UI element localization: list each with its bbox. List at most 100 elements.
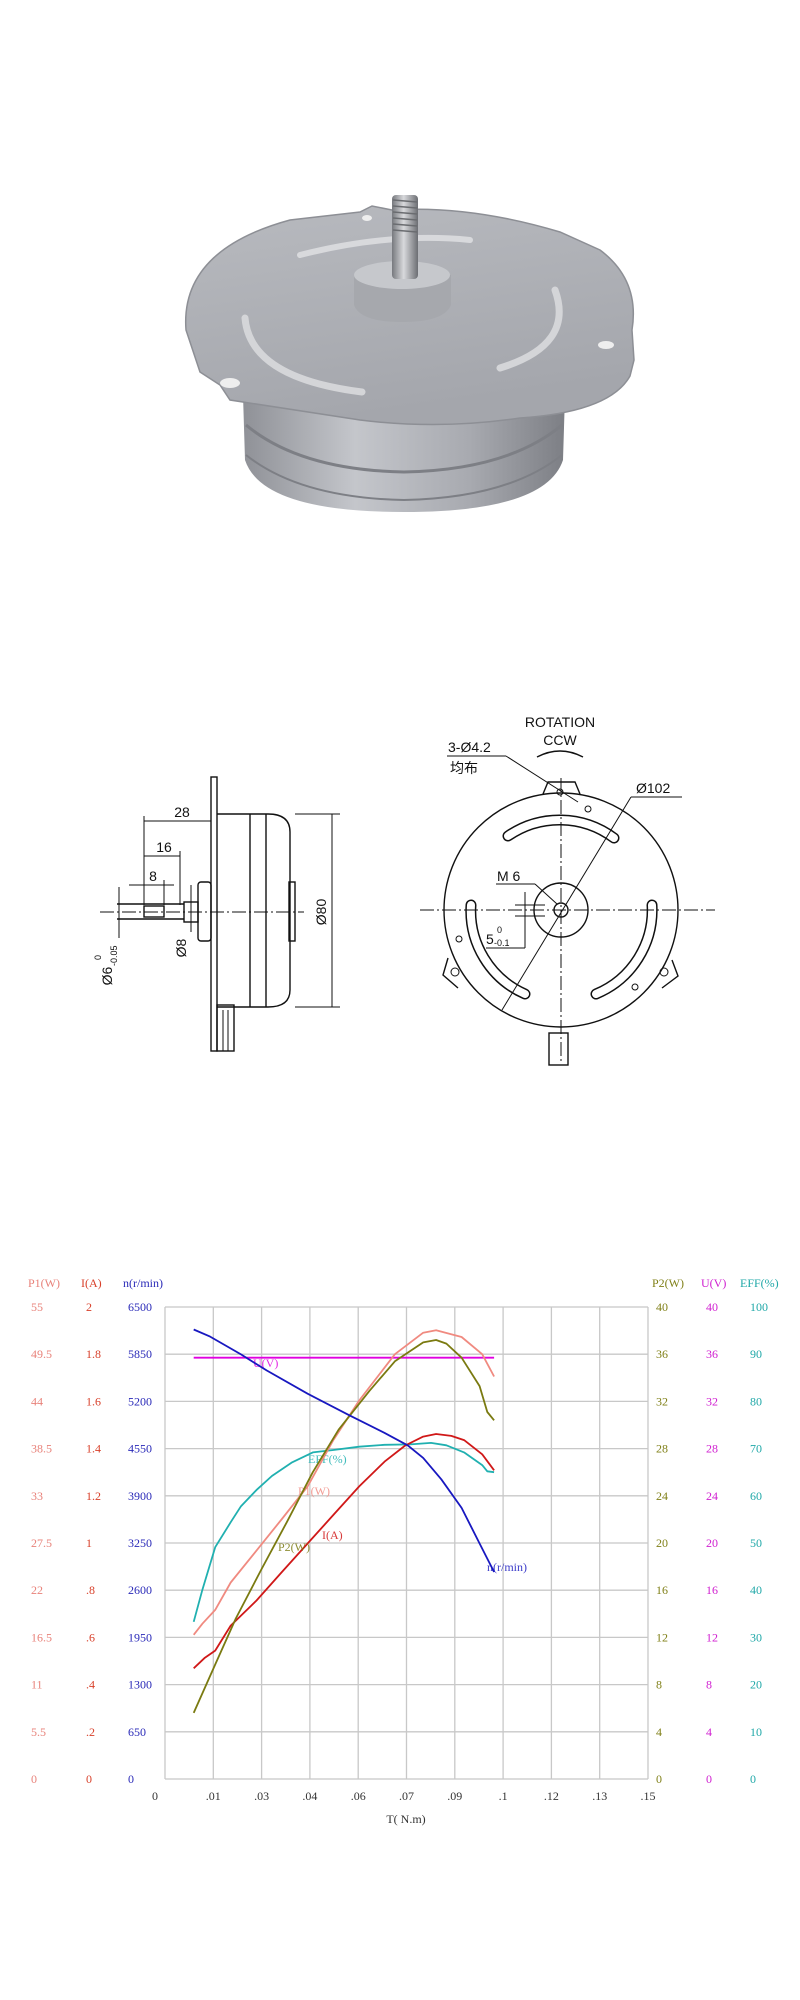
- y-tick-label: 8: [656, 1678, 662, 1692]
- y-tick-label: 28: [706, 1442, 718, 1456]
- dim-shaft-tol-lower: -0.05: [109, 945, 119, 966]
- mounting-slots: [465, 814, 658, 1000]
- y-tick-label: 24: [706, 1489, 718, 1503]
- y-tick-label: 3250: [128, 1536, 152, 1550]
- front-view-drawing: ROTATION CCW 3-Ø4.2 均布 Ø102 M 6 5 0 -0.1: [420, 714, 715, 1066]
- motor-photo: [0, 0, 800, 600]
- chart-grid: [164, 1306, 649, 1780]
- y-tick-label: 32: [656, 1394, 668, 1408]
- y-tick-label: 32: [706, 1394, 718, 1408]
- y-tick-label: 22: [31, 1583, 43, 1597]
- axis-title: P1(W): [28, 1276, 60, 1290]
- flat-label: 5: [486, 931, 494, 947]
- dim-hub-diameter: Ø8: [173, 938, 189, 957]
- y-tick-label: 20: [706, 1536, 718, 1550]
- dim-body-diameter: Ø80: [313, 899, 329, 926]
- axis-title: EFF(%): [740, 1276, 779, 1290]
- flat-tol-lower: -0.1: [494, 938, 510, 948]
- y-tick-label: 36: [706, 1347, 718, 1361]
- chart-curves: U(V) EFF(%) P1(W) I(A) P2(W) n(r/min): [192, 1328, 527, 1714]
- y-tick-label: 10: [750, 1725, 762, 1739]
- x-axis-label: T( N.m): [386, 1812, 425, 1826]
- y-tick-label: 12: [706, 1630, 718, 1644]
- y-tick-label: 40: [706, 1300, 718, 1314]
- y-tick-label: 0: [31, 1772, 37, 1786]
- y-tick-label: 50: [750, 1536, 762, 1550]
- y-tick-label: 20: [750, 1678, 762, 1692]
- y-tick-label: 38.5: [31, 1442, 52, 1456]
- axis-title: n(r/min): [123, 1276, 163, 1290]
- series-label: P1(W): [298, 1484, 330, 1498]
- series-label: n(r/min): [487, 1560, 527, 1574]
- y-tick-label: 40: [656, 1300, 668, 1314]
- x-tick-label: 0: [152, 1789, 158, 1803]
- y-tick-label: 90: [750, 1347, 762, 1361]
- axis-title: I(A): [81, 1276, 102, 1290]
- chart-axes: 0.01.03.04.06.07.09.1.12.13.15P1(W)05.51…: [28, 1276, 779, 1803]
- y-tick-label: 33: [31, 1489, 43, 1503]
- y-tick-label: 28: [656, 1442, 668, 1456]
- series-label: EFF(%): [308, 1452, 347, 1466]
- y-tick-label: 80: [750, 1394, 762, 1408]
- y-tick-label: 2: [86, 1300, 92, 1314]
- dimension-drawings: 28 16 8 Ø80 Ø8 Ø6 0 -0.05: [0, 680, 800, 1100]
- y-tick-label: 16.5: [31, 1630, 52, 1644]
- x-tick-label: .09: [447, 1789, 462, 1803]
- y-tick-label: 24: [656, 1489, 668, 1503]
- y-tick-label: 30: [750, 1630, 762, 1644]
- series-label: U(V): [253, 1356, 278, 1370]
- dim-28: 28: [174, 804, 190, 820]
- y-tick-label: 1300: [128, 1678, 152, 1692]
- axis-title: P2(W): [652, 1276, 684, 1290]
- motor-image: [184, 195, 635, 512]
- x-tick-label: .06: [351, 1789, 366, 1803]
- motor-shaft: [392, 195, 418, 279]
- rotation-label: ROTATION: [525, 714, 595, 730]
- series-label: P2(W): [278, 1540, 310, 1554]
- x-tick-label: .1: [499, 1789, 508, 1803]
- y-tick-label: 1950: [128, 1630, 152, 1644]
- y-tick-label: 49.5: [31, 1347, 52, 1361]
- y-tick-label: 3900: [128, 1489, 152, 1503]
- y-tick-label: 36: [656, 1347, 668, 1361]
- y-tick-label: 4: [656, 1725, 662, 1739]
- y-tick-label: 1.2: [86, 1489, 101, 1503]
- x-tick-label: .13: [592, 1789, 607, 1803]
- axis-title: U(V): [701, 1276, 726, 1290]
- y-tick-label: 1.6: [86, 1394, 101, 1408]
- x-tick-label: .01: [206, 1789, 221, 1803]
- y-tick-label: 5850: [128, 1347, 152, 1361]
- x-tick-label: .03: [254, 1789, 269, 1803]
- y-tick-label: 0: [128, 1772, 134, 1786]
- y-tick-label: 0: [656, 1772, 662, 1786]
- series-line: [193, 1328, 495, 1573]
- y-tick-label: 1.4: [86, 1442, 101, 1456]
- dim-shaft-tol-upper: 0: [93, 955, 103, 960]
- holes-note: 均布: [450, 760, 478, 776]
- y-tick-label: .4: [86, 1678, 95, 1692]
- x-tick-label: .07: [399, 1789, 414, 1803]
- y-tick-label: 5200: [128, 1394, 152, 1408]
- outer-diameter-label: Ø102: [636, 780, 670, 796]
- y-tick-label: .6: [86, 1630, 95, 1644]
- thread-label: M 6: [497, 868, 521, 884]
- y-tick-label: 6500: [128, 1300, 152, 1314]
- y-tick-label: 11: [31, 1678, 43, 1692]
- y-tick-label: 1: [86, 1536, 92, 1550]
- y-tick-label: 100: [750, 1300, 768, 1314]
- y-tick-label: 16: [656, 1583, 668, 1597]
- dim-16: 16: [156, 839, 172, 855]
- y-tick-label: 650: [128, 1725, 146, 1739]
- y-tick-label: 0: [86, 1772, 92, 1786]
- y-tick-label: 4: [706, 1725, 712, 1739]
- dim-shaft-diameter: Ø6: [99, 966, 115, 985]
- series-line: [192, 1329, 495, 1636]
- y-tick-label: 12: [656, 1630, 668, 1644]
- series-line: [192, 1339, 495, 1714]
- series-label: I(A): [322, 1528, 343, 1542]
- y-tick-label: 27.5: [31, 1536, 52, 1550]
- y-tick-label: .2: [86, 1725, 95, 1739]
- y-tick-label: 0: [706, 1772, 712, 1786]
- series-line: [193, 1433, 495, 1669]
